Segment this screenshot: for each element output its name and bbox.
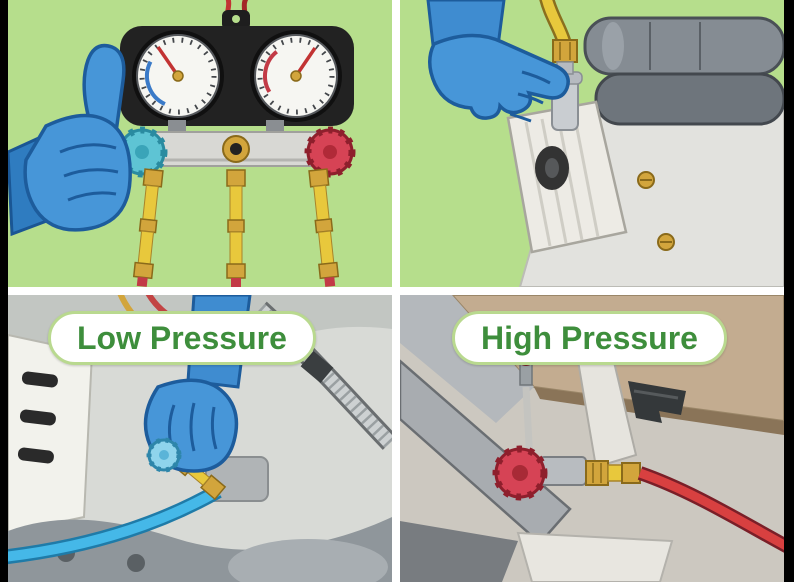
clamp bbox=[628, 381, 686, 423]
manifold-block bbox=[133, 120, 339, 167]
manifold-gauge-set-thumbs-up-illustration bbox=[8, 0, 392, 287]
brass-hex-fitting bbox=[621, 462, 641, 484]
ribbed-bracket bbox=[506, 100, 628, 254]
hose-clamp bbox=[300, 350, 334, 384]
red-valve-knob bbox=[492, 445, 548, 501]
low-side-port-cap bbox=[146, 437, 182, 473]
left-black-bar bbox=[0, 0, 8, 582]
brass-coupling bbox=[552, 39, 578, 63]
high-pressure-label: High Pressure bbox=[452, 311, 727, 365]
hose-to-compressor-illustration bbox=[400, 0, 784, 287]
brass-screw bbox=[657, 233, 675, 251]
floor-pan bbox=[400, 521, 518, 582]
high-side-gauge bbox=[250, 30, 342, 122]
right-black-bar bbox=[784, 0, 794, 582]
low-pressure-label: Low Pressure bbox=[48, 311, 316, 365]
low-side-gauge bbox=[132, 30, 224, 122]
brass-hex-fitting bbox=[585, 460, 609, 486]
thumbs-up-hand-icon bbox=[8, 43, 132, 237]
high-side-valve bbox=[492, 386, 641, 501]
manifold-gauge-set bbox=[116, 26, 356, 287]
panel-bottom-right: High Pressure bbox=[400, 295, 784, 582]
blue-low-side-hose bbox=[8, 484, 222, 565]
panel-bottom-left: Low Pressure bbox=[8, 295, 392, 582]
panel-top-left bbox=[8, 0, 392, 287]
service-hose-center bbox=[226, 169, 246, 287]
panel-top-right bbox=[400, 0, 784, 287]
gloved-hand-icon bbox=[426, 0, 570, 123]
high-side-valve-knob bbox=[304, 126, 356, 178]
service-hose-right bbox=[308, 168, 340, 287]
gauge-needle bbox=[156, 46, 180, 77]
service-hose-left bbox=[132, 168, 164, 287]
panel-grid: Low Pressure bbox=[8, 0, 784, 582]
red-high-side-hose bbox=[637, 466, 784, 553]
white-bracket bbox=[516, 531, 674, 582]
ac-compressor bbox=[583, 16, 784, 126]
brass-screw bbox=[637, 171, 655, 189]
glove-palm bbox=[428, 33, 570, 120]
